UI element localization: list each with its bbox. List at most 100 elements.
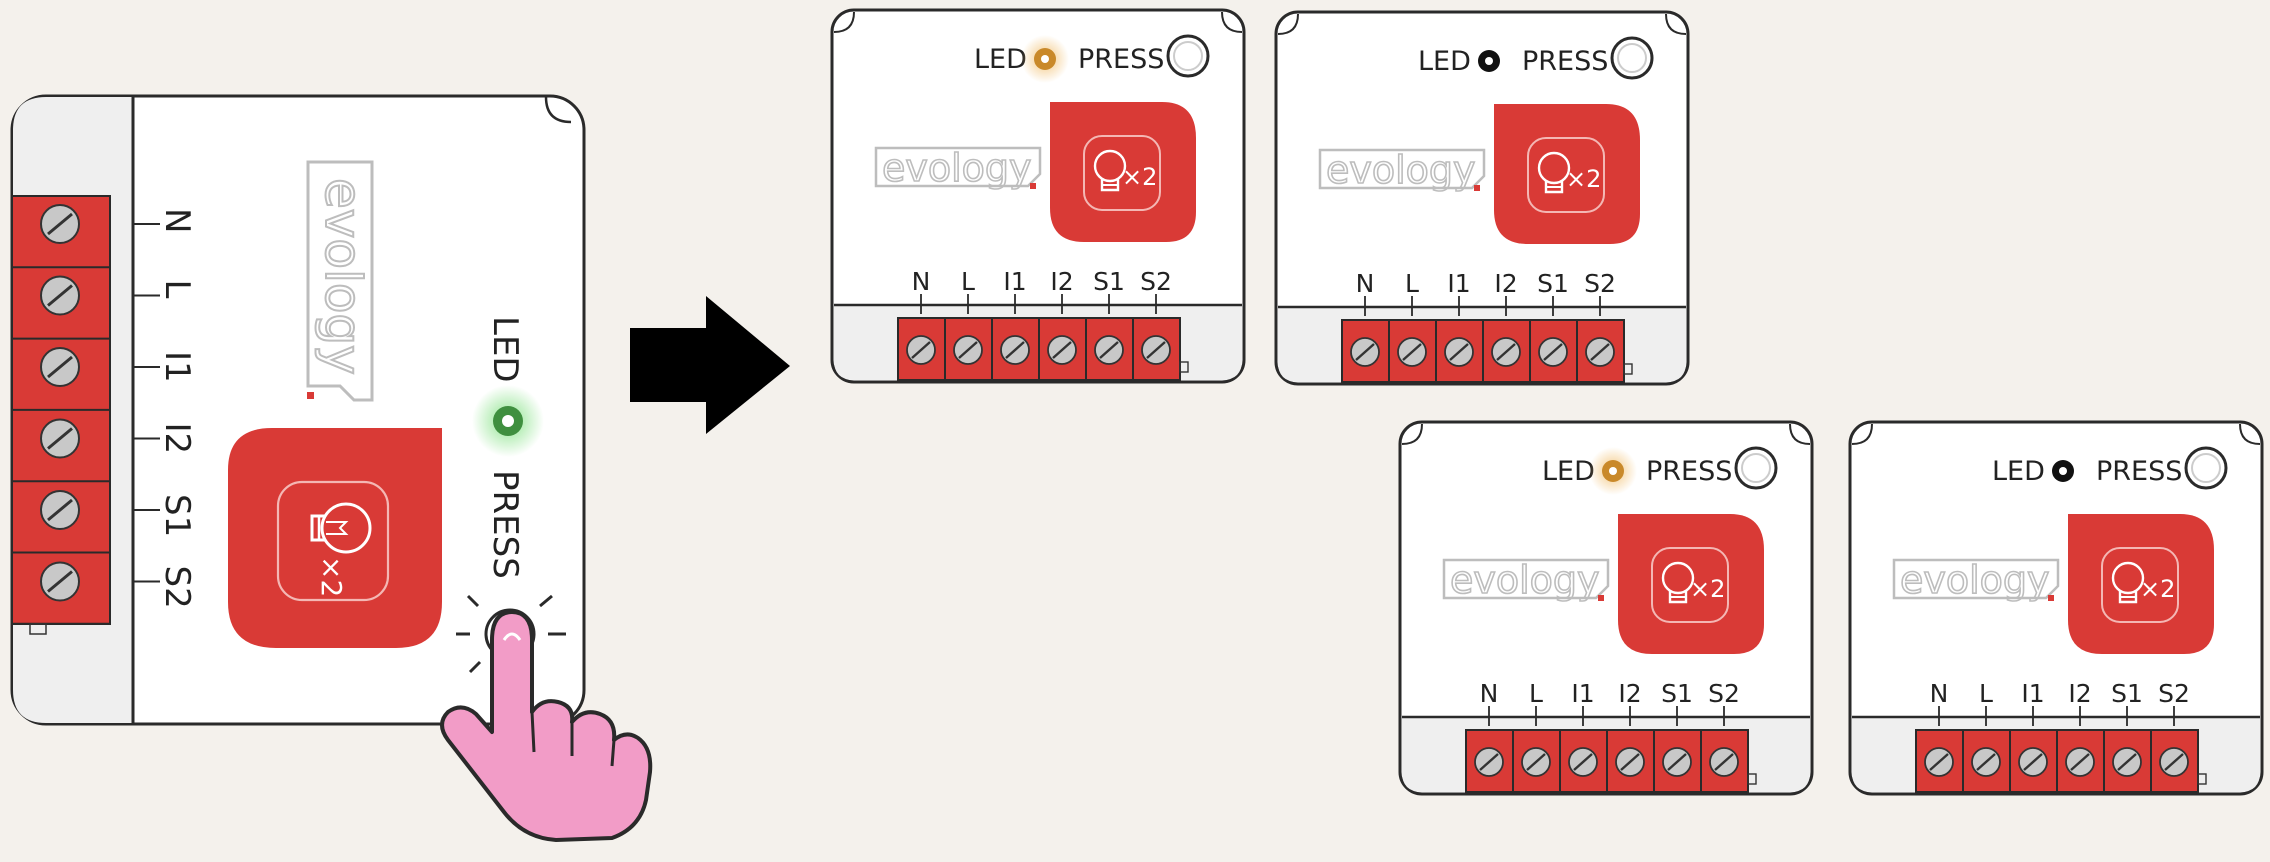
terminal-label: I2 bbox=[1618, 679, 1641, 708]
brand-name: evology bbox=[1326, 148, 1476, 192]
state-device: LED PRESS evology ×2N L I1 I2 S1 S2 bbox=[1274, 10, 1690, 386]
terminal-screw bbox=[1584, 336, 1616, 368]
terminal-screw bbox=[1661, 746, 1693, 778]
terminal-label: L bbox=[157, 280, 197, 299]
terminal-screw bbox=[1923, 746, 1955, 778]
press-label: PRESS bbox=[1646, 456, 1732, 487]
brand-logo: evology bbox=[1442, 557, 1610, 603]
state-device: LED PRESS evology ×2N L I1 I2 S1 S2 bbox=[1848, 420, 2264, 796]
led-label: LED bbox=[1418, 46, 1471, 77]
press-label: PRESS bbox=[485, 470, 525, 579]
terminal-screw bbox=[39, 561, 81, 602]
led-label: LED bbox=[1992, 456, 2045, 487]
light-bulb-icon bbox=[1537, 151, 1571, 194]
terminal-label: S1 bbox=[157, 494, 197, 537]
terminal-label: L bbox=[1529, 679, 1543, 708]
multiplier-badge: ×2 bbox=[1690, 575, 1725, 603]
multiplier-badge: ×2 bbox=[1566, 165, 1601, 193]
terminal-screw bbox=[905, 334, 937, 366]
terminal-label: I1 bbox=[1571, 679, 1594, 708]
terminal-screw bbox=[39, 203, 81, 245]
press-rays bbox=[456, 594, 566, 674]
press-label: PRESS bbox=[1078, 44, 1164, 75]
terminal-screw bbox=[1396, 336, 1428, 368]
terminal-block: N L I1 I2 S1 S2 bbox=[1915, 679, 2207, 793]
terminal-screw bbox=[1708, 746, 1740, 778]
lamp-button[interactable]: ×2 bbox=[2068, 514, 2214, 654]
terminal-screw bbox=[39, 346, 81, 388]
terminal-screw bbox=[1970, 746, 2002, 778]
status-led: LED bbox=[472, 316, 544, 457]
brand-logo: evology bbox=[306, 160, 374, 402]
terminal-label: I1 bbox=[1447, 269, 1470, 298]
pointing-hand-icon bbox=[440, 610, 653, 842]
terminal-label: I1 bbox=[2021, 679, 2044, 708]
lamp-button[interactable]: ×2 bbox=[1618, 514, 1764, 654]
multiplier-badge: ×2 bbox=[2140, 575, 2175, 603]
terminal-label: S1 bbox=[1093, 267, 1125, 296]
multiplier-badge: ×2 bbox=[315, 556, 348, 597]
multiplier-badge: ×2 bbox=[1122, 163, 1157, 191]
terminal-label: S1 bbox=[1661, 679, 1693, 708]
terminal-screw bbox=[2064, 746, 2096, 778]
terminal-label: L bbox=[961, 267, 975, 296]
light-bulb-icon bbox=[310, 502, 372, 554]
terminal-screw bbox=[1140, 334, 1172, 366]
status-led bbox=[1478, 50, 1500, 72]
terminal-label: N bbox=[1480, 679, 1499, 708]
lamp-button[interactable]: ×2 bbox=[1050, 102, 1196, 242]
terminal-screw bbox=[999, 334, 1031, 366]
terminal-screw bbox=[1046, 334, 1078, 366]
terminal-label: N bbox=[1356, 269, 1375, 298]
terminal-label: I2 bbox=[2068, 679, 2091, 708]
brand-name: evology bbox=[314, 178, 372, 375]
press-label: PRESS bbox=[1522, 46, 1608, 77]
terminal-label: L bbox=[1405, 269, 1419, 298]
terminal-block: N L I1 I2 S1 S2 bbox=[1341, 269, 1633, 383]
terminal-label: I2 bbox=[1494, 269, 1517, 298]
terminal-screw bbox=[1443, 336, 1475, 368]
status-led bbox=[1021, 35, 1069, 83]
terminal-label: L bbox=[1979, 679, 1993, 708]
terminal-screw bbox=[1567, 746, 1599, 778]
terminal-label: N bbox=[1930, 679, 1949, 708]
terminal-label: N bbox=[912, 267, 931, 296]
terminal-screw bbox=[952, 334, 984, 366]
brand-name: evology bbox=[882, 146, 1032, 190]
terminal-label: I2 bbox=[157, 423, 197, 455]
terminal-screw bbox=[1520, 746, 1552, 778]
brand-logo: evology bbox=[1892, 557, 2060, 603]
brand-logo: evology bbox=[874, 145, 1042, 191]
terminal-screw bbox=[1614, 746, 1646, 778]
press-label: PRESS bbox=[2096, 456, 2182, 487]
terminal-screw bbox=[1473, 746, 1505, 778]
terminal-screw bbox=[2111, 746, 2143, 778]
terminal-label: S1 bbox=[1537, 269, 1569, 298]
light-bulb-icon bbox=[1093, 149, 1127, 192]
led-label: LED bbox=[974, 44, 1027, 75]
terminal-block bbox=[11, 195, 111, 635]
terminal-screw bbox=[39, 275, 81, 316]
terminal-screw bbox=[2017, 746, 2049, 778]
terminal-label: I1 bbox=[157, 351, 197, 383]
brand-name: evology bbox=[1450, 558, 1600, 602]
lamp-button[interactable]: ×2 bbox=[1494, 104, 1640, 244]
light-bulb-icon bbox=[2111, 561, 2145, 604]
status-led bbox=[1589, 447, 1637, 495]
brand-logo: evology bbox=[1318, 147, 1486, 193]
terminal-label: S1 bbox=[2111, 679, 2143, 708]
terminal-label: S2 bbox=[2158, 679, 2190, 708]
terminal-screw bbox=[1093, 334, 1125, 366]
terminal-label: S2 bbox=[1584, 269, 1616, 298]
terminal-label: S2 bbox=[1140, 267, 1172, 296]
terminal-label: N bbox=[157, 208, 197, 233]
lamp-button[interactable]: ×2 bbox=[228, 428, 442, 648]
terminal-screw bbox=[1490, 336, 1522, 368]
